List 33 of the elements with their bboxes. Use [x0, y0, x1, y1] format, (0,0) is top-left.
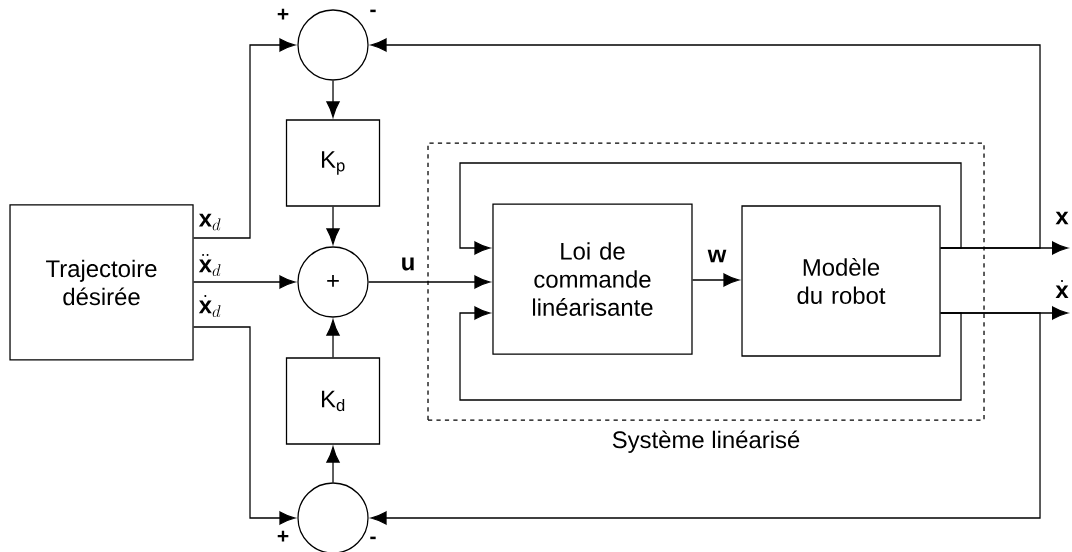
block-box: Trajectoire désirée [9, 204, 194, 361]
arrow [370, 312, 1041, 525]
arrow [326, 319, 340, 358]
arrow [326, 446, 340, 483]
sign-label: - [370, 536, 376, 540]
block-box: Modèle du robot [741, 205, 941, 357]
block-box: K$_{d}$ [285, 357, 381, 445]
edge-label: $\dot{\mathbf{x}}_d$ [197, 293, 223, 319]
arrow [459, 306, 962, 401]
arrow [193, 38, 296, 239]
arrow [326, 206, 340, 245]
arrow [368, 275, 491, 289]
arrow [193, 275, 296, 289]
arrow [370, 38, 1041, 249]
edge-label: $\ddot{\mathbf{x}}_d$ [197, 252, 223, 278]
arrow [326, 80, 340, 118]
block-box: Loi de commande linéarisante [492, 203, 693, 355]
sign-label: - [370, 9, 376, 13]
summing-junction: + [297, 246, 369, 318]
sign-label: + [277, 530, 289, 542]
summing-junction [297, 9, 369, 81]
arrow [459, 162, 962, 255]
edge-label: $\dot{\mathbf{x}}$ [1053, 278, 1071, 300]
sign-label: + [277, 8, 289, 20]
edge-label: $\mathbf{w}$ [706, 248, 728, 264]
summing-junction [297, 482, 369, 552]
edge-label: $\mathbf{u}$ [399, 256, 417, 272]
edge-label: $\mathbf{x}$ [1053, 210, 1071, 226]
edge-label: $\mathbf{x}_d$ [197, 212, 223, 232]
node-label: Système linéarisé [612, 430, 800, 453]
arrow [193, 326, 296, 525]
arrow [692, 273, 740, 287]
block-box: K$_{p}$ [285, 119, 381, 207]
